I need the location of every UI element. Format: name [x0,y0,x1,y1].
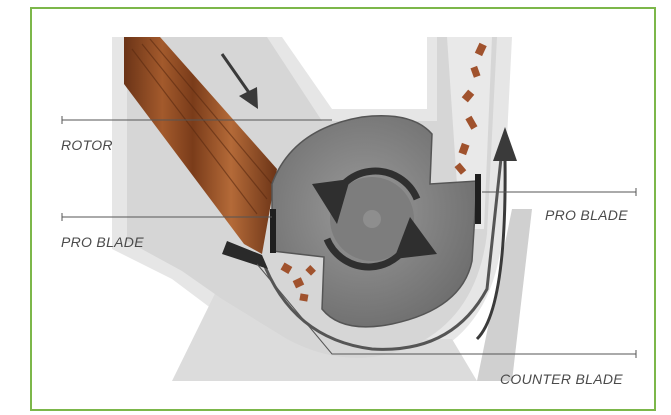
counter-blade-label: COUNTER BLADE [500,371,623,387]
pro-blade-right [475,174,481,224]
rotor-center [363,210,381,228]
pro-blade-left [270,209,276,253]
rotor-label: ROTOR [61,137,113,153]
pro-blade-left-label: PRO BLADE [61,234,144,250]
diagram-frame: ROTOR PRO BLADE PRO BLADE COUNTER BLADE [30,7,656,411]
pro-blade-right-label: PRO BLADE [545,207,628,223]
